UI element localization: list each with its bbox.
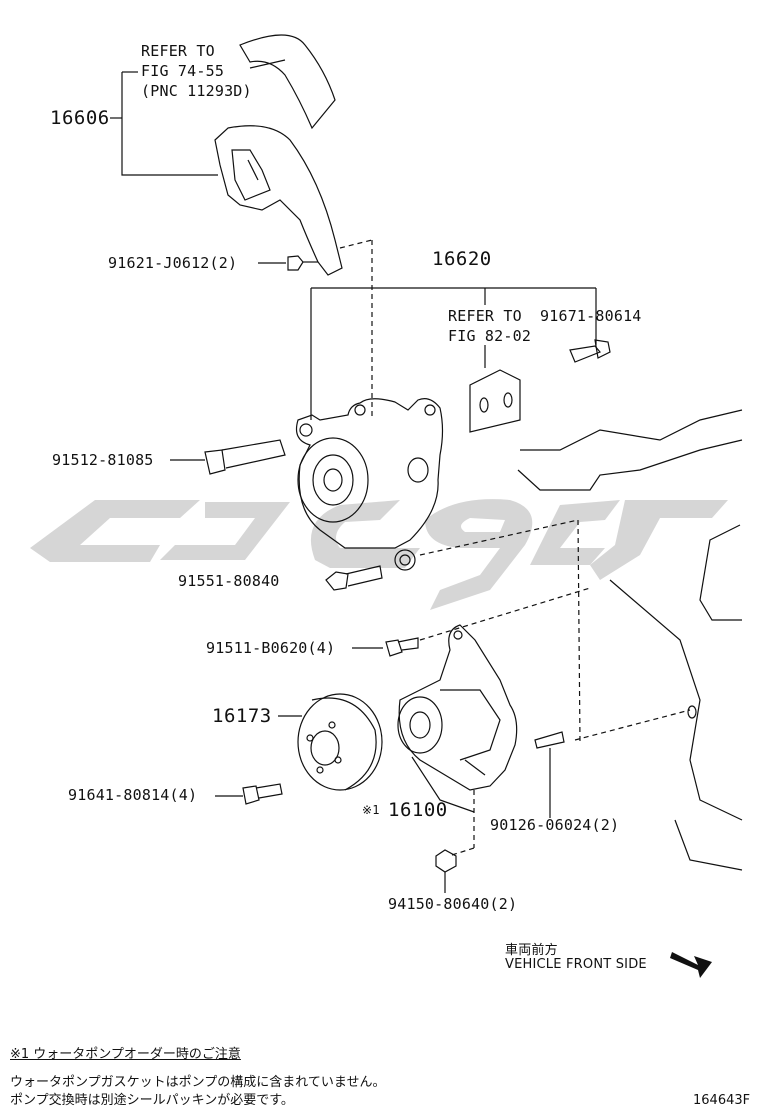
front-side-jp-label: 車両前方 <box>505 943 558 958</box>
part-91641-label: 91641-80814(4) <box>68 786 198 804</box>
pulley-16173 <box>297 693 383 791</box>
front-direction-arrow <box>670 952 712 978</box>
part-91551-label: 91551-80840 <box>178 572 280 590</box>
part-90126-label: 90126-06024(2) <box>490 816 620 834</box>
timing-cover-16606 <box>214 125 343 276</box>
part-16606-label: 16606 <box>50 107 110 129</box>
note-line2: ポンプ交換時は別途シールパッキンが必要です。 <box>10 1093 294 1108</box>
part-91671-label: 91671-80614 <box>540 307 642 325</box>
upper-timing-cover <box>239 34 336 130</box>
refer-fig-74-line3: (PNC 11293D) <box>141 82 252 100</box>
part-16620-label: 16620 <box>432 248 492 270</box>
figure-id: 164643F <box>693 1093 751 1108</box>
note-line1: ウォータポンプガスケットはポンプの構成に含まれていません。 <box>10 1075 386 1090</box>
part-91621-label: 91621-J0612(2) <box>108 254 238 272</box>
belt-tensioner-16620 <box>295 398 444 549</box>
refer-fig-74-line2: FIG 74-55 <box>141 62 225 80</box>
part-16173-label: 16173 <box>212 705 272 727</box>
part-16100-label: 16100 <box>388 799 448 821</box>
part-94150-label: 94150-80640(2) <box>388 895 518 913</box>
mark-note-label: ※1 <box>362 803 380 817</box>
front-side-en-label: VEHICLE FRONT SIDE <box>505 957 647 972</box>
part-91511-label: 91511-B0620(4) <box>206 639 336 657</box>
watermark-logo <box>30 499 728 610</box>
part-91512-label: 91512-81085 <box>52 451 154 469</box>
refer-fig-74-line1: REFER TO <box>141 42 215 60</box>
note-title: ※1 ウォータポンプオーダー時のご注意 <box>10 1047 241 1062</box>
refer-fig-82-line2: FIG 82-02 <box>448 327 532 345</box>
line-work <box>110 34 743 893</box>
water-pump-16100 <box>398 624 518 791</box>
refer-fig-82-line1: REFER TO <box>448 307 522 325</box>
